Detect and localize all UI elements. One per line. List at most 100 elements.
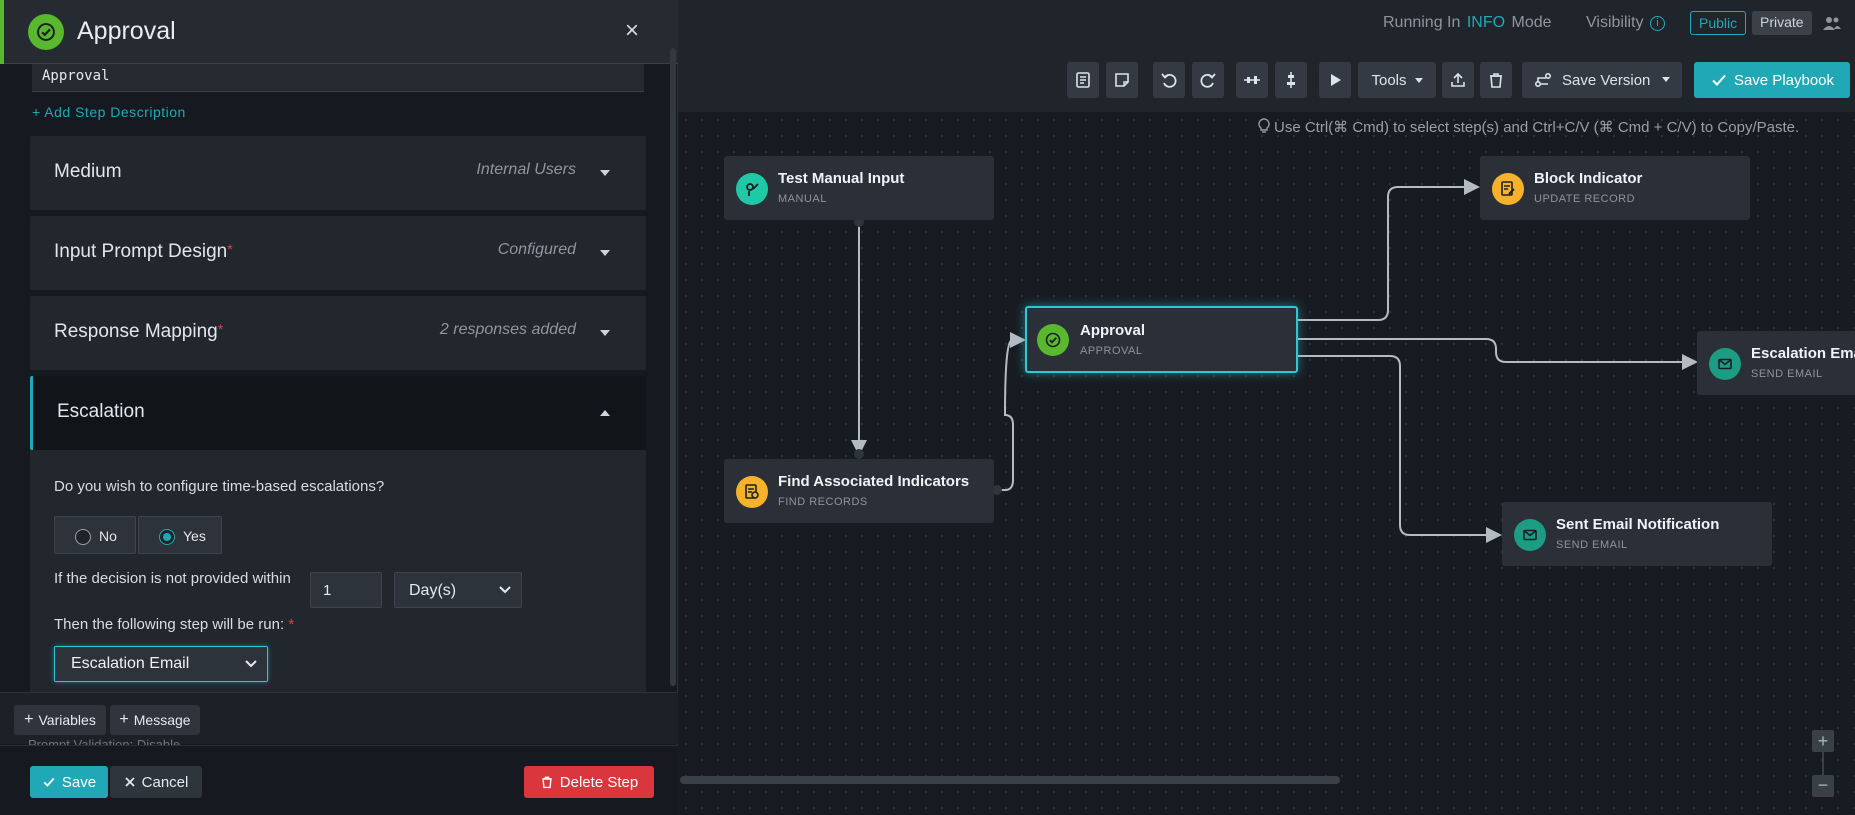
node-test-manual-input[interactable]: Test Manual Input MANUAL bbox=[724, 156, 994, 220]
radio-label: Yes bbox=[183, 528, 206, 544]
panel-scrollbar[interactable] bbox=[670, 48, 676, 686]
upload-icon bbox=[1451, 72, 1465, 87]
manual-icon bbox=[736, 173, 768, 205]
cancel-button[interactable]: Cancel bbox=[110, 766, 202, 798]
align-horizontal-icon bbox=[1244, 76, 1260, 84]
play-icon bbox=[1331, 74, 1341, 86]
private-toggle[interactable]: Private bbox=[1752, 11, 1812, 35]
partial-hidden-text: Prompt Validation: Disable bbox=[28, 737, 181, 745]
chevron-down-icon bbox=[245, 660, 257, 668]
save-playbook-button[interactable]: Save Playbook bbox=[1694, 62, 1850, 98]
cancel-label: Cancel bbox=[141, 773, 189, 791]
node-type: UPDATE RECORD bbox=[1534, 193, 1636, 205]
tools-dropdown[interactable]: Tools bbox=[1358, 62, 1436, 98]
selected-step-value: Escalation Email bbox=[71, 655, 190, 672]
public-toggle[interactable]: Public bbox=[1690, 11, 1747, 35]
step-config-panel: Approval × Approval + Add Step Descripti… bbox=[0, 0, 678, 815]
redo-button[interactable] bbox=[1192, 62, 1224, 98]
step-name-input[interactable]: Approval bbox=[32, 64, 644, 92]
email-icon bbox=[1709, 348, 1741, 380]
mode-label: Mode bbox=[1511, 14, 1552, 31]
running-mode-status: Running In INFO Mode bbox=[1383, 14, 1552, 32]
panel-title: Approval bbox=[77, 17, 176, 45]
section-label: Medium bbox=[54, 161, 122, 182]
zoom-out-label: − bbox=[1817, 775, 1829, 795]
section-label: Escalation bbox=[57, 401, 145, 422]
node-approval[interactable]: Approval APPROVAL bbox=[1025, 306, 1298, 373]
radio-no[interactable]: No bbox=[54, 516, 136, 554]
duration-unit-select[interactable]: Day(s) bbox=[394, 572, 522, 608]
escalation-step-select[interactable]: Escalation Email bbox=[54, 646, 268, 682]
playbook-canvas[interactable] bbox=[678, 0, 1855, 815]
radio-circle bbox=[75, 529, 91, 545]
section-value: Internal Users bbox=[476, 161, 576, 178]
escalation-body: Do you wish to configure time-based esca… bbox=[30, 450, 646, 692]
section-label: Input Prompt Design* bbox=[54, 241, 233, 263]
node-title: Test Manual Input bbox=[778, 170, 905, 187]
radio-yes[interactable]: Yes bbox=[138, 516, 222, 554]
caret-down-icon bbox=[600, 250, 610, 256]
insert-variables-button[interactable]: +Variables bbox=[14, 705, 106, 735]
zoom-out-button[interactable]: − bbox=[1812, 775, 1834, 797]
notes-button[interactable] bbox=[1067, 62, 1099, 98]
canvas-horizontal-scrollbar[interactable] bbox=[680, 776, 1340, 784]
node-escalation-email[interactable]: Escalation Email SEND EMAIL bbox=[1697, 331, 1855, 395]
delete-label: Delete Step bbox=[559, 773, 639, 791]
undo-button[interactable] bbox=[1153, 62, 1185, 98]
info-icon[interactable]: i bbox=[1649, 16, 1665, 31]
approval-icon bbox=[28, 14, 64, 50]
close-icon bbox=[125, 777, 135, 787]
vertical-align-button[interactable] bbox=[1275, 62, 1307, 98]
save-button[interactable]: Save bbox=[30, 766, 108, 798]
node-sent-email-notification[interactable]: Sent Email Notification SEND EMAIL bbox=[1502, 502, 1772, 566]
horizontal-align-button[interactable] bbox=[1236, 62, 1268, 98]
notes-icon bbox=[1076, 72, 1090, 88]
escalation-radio-group: No Yes bbox=[54, 516, 224, 554]
save-playbook-label: Save Playbook bbox=[1733, 71, 1835, 89]
approval-icon bbox=[1037, 324, 1069, 356]
find-records-icon bbox=[736, 476, 768, 508]
escalation-section-header[interactable]: Escalation bbox=[30, 376, 646, 450]
zoom-in-button[interactable]: + bbox=[1812, 730, 1834, 752]
section-label-text: Input Prompt Design bbox=[54, 241, 228, 262]
chevron-down-icon bbox=[1662, 77, 1670, 82]
export-button[interactable] bbox=[1442, 62, 1474, 98]
node-type: FIND RECORDS bbox=[778, 496, 868, 508]
save-label: Save bbox=[61, 773, 97, 791]
chevron-down-icon bbox=[499, 586, 511, 594]
delete-playbook-button[interactable] bbox=[1480, 62, 1512, 98]
caret-up-icon bbox=[600, 410, 610, 416]
insert-toolbar: Prompt Validation: Disable +Variables +M… bbox=[0, 692, 678, 745]
delete-step-button[interactable]: Delete Step bbox=[524, 766, 654, 798]
header-accent bbox=[0, 0, 4, 64]
caret-down-icon bbox=[600, 330, 610, 336]
medium-section[interactable]: Medium Internal Users bbox=[30, 136, 646, 210]
plus-icon: + bbox=[119, 711, 129, 728]
sticky-note-button[interactable] bbox=[1106, 62, 1138, 98]
radio-label: No bbox=[99, 528, 117, 544]
within-duration-input[interactable]: 1 bbox=[310, 572, 382, 608]
run-button[interactable] bbox=[1319, 62, 1351, 98]
node-block-indicator[interactable]: Block Indicator UPDATE RECORD bbox=[1480, 156, 1750, 220]
save-version-button[interactable]: Save Version bbox=[1522, 62, 1682, 98]
radio-circle-selected bbox=[159, 529, 175, 545]
response-mapping-section[interactable]: Response Mapping* 2 responses added bbox=[30, 296, 646, 370]
section-label: Response Mapping* bbox=[54, 321, 223, 343]
add-step-description-link[interactable]: + Add Step Description bbox=[32, 104, 186, 120]
unit-value: Day(s) bbox=[409, 582, 457, 599]
node-type: SEND EMAIL bbox=[1751, 368, 1823, 380]
input-prompt-design-section[interactable]: Input Prompt Design* Configured bbox=[30, 216, 646, 290]
close-button[interactable]: × bbox=[622, 19, 642, 43]
tools-label: Tools bbox=[1371, 71, 1407, 89]
insert-message-button[interactable]: +Message bbox=[110, 705, 200, 735]
panel-footer: Save Cancel Delete Step bbox=[0, 745, 678, 815]
plus-icon: + bbox=[24, 711, 34, 728]
zoom-slider-track[interactable] bbox=[1822, 752, 1824, 776]
team-icon[interactable] bbox=[1822, 15, 1842, 31]
section-value: Configured bbox=[497, 241, 576, 258]
required-mark: * bbox=[227, 241, 233, 257]
then-step-text: Then the following step will be run: bbox=[54, 616, 285, 633]
node-find-associated-indicators[interactable]: Find Associated Indicators FIND RECORDS bbox=[724, 459, 994, 523]
panel-header: Approval × bbox=[0, 0, 678, 64]
running-in-label: Running In bbox=[1383, 14, 1461, 31]
